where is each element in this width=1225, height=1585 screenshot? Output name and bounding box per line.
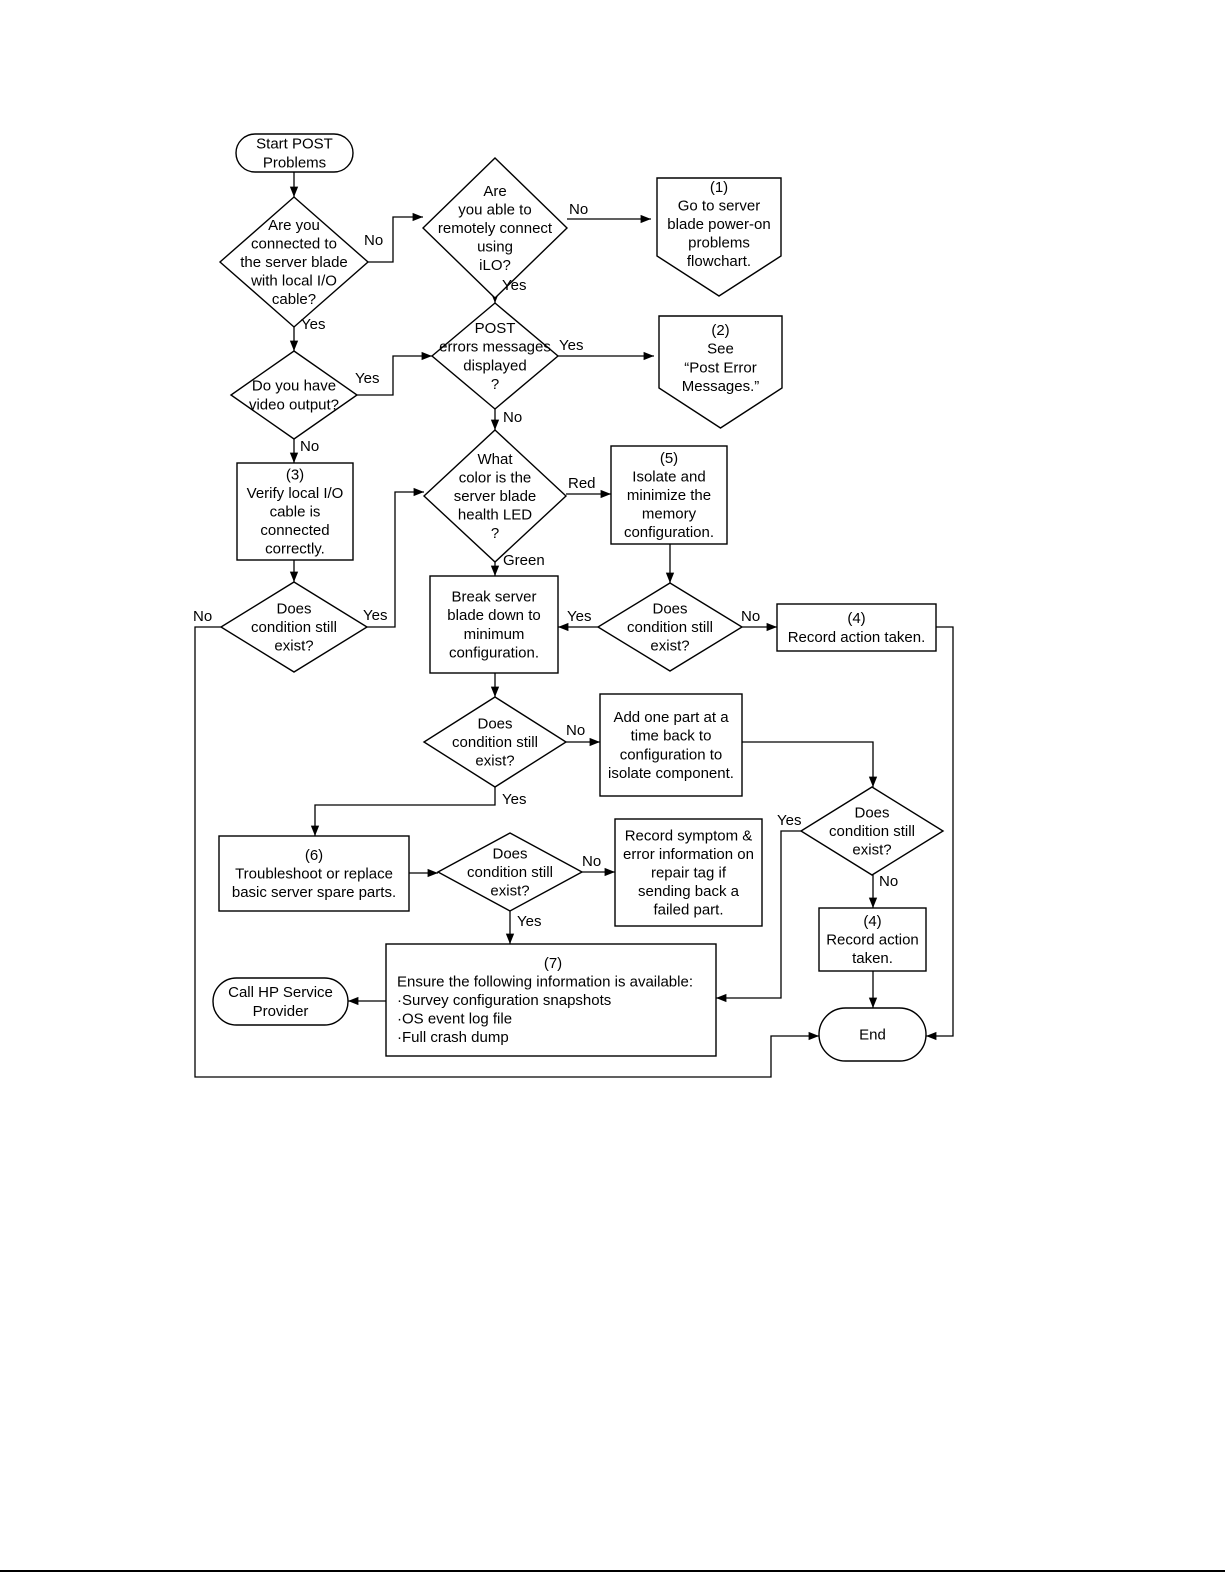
edge-label-video-no: No bbox=[300, 438, 319, 455]
bottom-rule bbox=[0, 1570, 1225, 1572]
edge-video-yes-to-post bbox=[357, 351, 432, 396]
edge-label-cond-a-no: No bbox=[193, 608, 212, 625]
edge-label-cond-c-yes: Yes bbox=[502, 791, 526, 808]
edge-label-led-red: Red bbox=[568, 475, 596, 492]
edge-cond-a-yes-to-led bbox=[367, 487, 424, 628]
edge-cond-c-yes-to-troubleshoot bbox=[310, 787, 496, 836]
edge-local-no-to-remote bbox=[368, 212, 423, 263]
node-end: End bbox=[818, 1007, 927, 1062]
edge-label-cond-d-no: No bbox=[879, 873, 898, 890]
edge-label-cond-b-yes: Yes bbox=[567, 608, 591, 625]
edge-label-cond-b-no: No bbox=[741, 608, 760, 625]
connectors bbox=[194, 172, 954, 1078]
ensure_info-text: (7)Ensure the following information is a… bbox=[397, 955, 693, 1046]
edge-label-cond-d-yes: Yes bbox=[777, 812, 801, 829]
edge-label-local-yes: Yes bbox=[301, 316, 325, 333]
edge-label-cond-a-yes: Yes bbox=[363, 607, 387, 624]
end-text: End bbox=[859, 1027, 886, 1044]
edge-label-remote-no: No bbox=[569, 201, 588, 218]
node-ensure-info: (7)Ensure the following information is a… bbox=[385, 943, 717, 1057]
edge-label-post-no: No bbox=[503, 409, 522, 426]
edge-label-post-yes: Yes bbox=[559, 337, 583, 354]
edge-cond-d-yes-to-ensure bbox=[716, 830, 801, 1003]
edge-record-a-to-end bbox=[926, 626, 954, 1041]
edge-label-led-green: Green bbox=[503, 552, 545, 569]
edge-cond-a-no-to-end bbox=[194, 626, 819, 1078]
edge-label-cond-e-yes: Yes bbox=[517, 913, 541, 930]
record_a-text: (4)Record action taken. bbox=[788, 610, 926, 646]
edge-label-local-no: No bbox=[364, 232, 383, 249]
edge-add-to-cond-d bbox=[742, 741, 878, 787]
edge-label-video-yes: Yes bbox=[355, 370, 379, 387]
node-record-a: (4)Record action taken. bbox=[776, 603, 937, 652]
edge-label-cond-c-no: No bbox=[566, 722, 585, 739]
edge-label-cond-e-no: No bbox=[582, 853, 601, 870]
edge-label-remote-yes: Yes bbox=[502, 277, 526, 294]
